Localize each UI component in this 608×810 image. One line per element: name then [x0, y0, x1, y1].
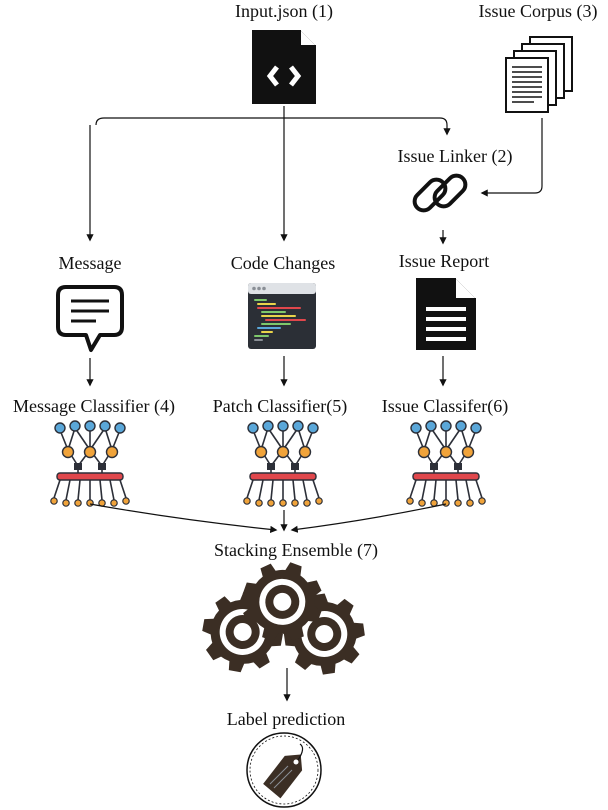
code-changes-label: Code Changes [230, 253, 336, 273]
speech-bubble-icon [56, 285, 124, 352]
document-icon [416, 278, 476, 350]
gears-icon [196, 550, 370, 680]
neural-network-icon [49, 420, 130, 508]
stacking-ensemble-label: Stacking Ensemble (7) [214, 540, 378, 560]
issue-report-label: Issue Report [398, 251, 490, 271]
issue-linker-label: Issue Linker (2) [397, 146, 513, 166]
input-json-label: Input.json (1) [235, 1, 333, 21]
issue-corpus-label: Issue Corpus (3) [478, 1, 598, 21]
neural-network-icon [243, 420, 324, 508]
issue-classifier-label: Issue Classifer(6) [381, 396, 509, 416]
message-label: Message [58, 253, 122, 273]
connectors [86, 106, 543, 702]
json-file-icon [252, 30, 316, 104]
price-tag-icon [246, 732, 322, 808]
patch-classifier-label: Patch Classifier(5) [212, 396, 348, 416]
label-prediction-label: Label prediction [226, 709, 346, 729]
document-stack-icon [505, 36, 573, 113]
chain-link-icon [412, 173, 468, 213]
message-classifier-label: Message Classifier (4) [13, 396, 175, 416]
neural-network-icon [405, 420, 487, 508]
code-editor-icon [248, 283, 316, 349]
